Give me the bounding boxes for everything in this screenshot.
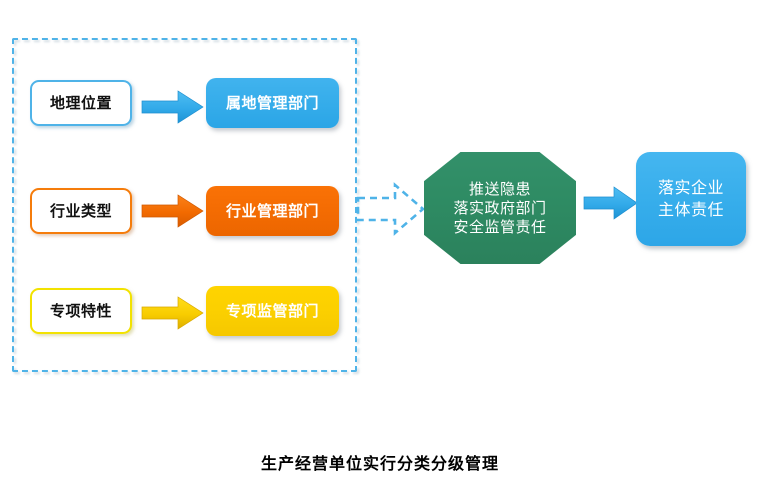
octagon-line-3: 安全监管责任 (453, 218, 547, 237)
criterion-box-industry[interactable]: 行业类型 (30, 188, 132, 234)
diagram-caption: 生产经营单位实行分类分级管理 (260, 454, 499, 473)
department-label: 属地管理部门 (225, 93, 319, 112)
criterion-label: 行业类型 (49, 201, 112, 220)
government-responsibility-octagon[interactable]: 推送隐患 落实政府部门 安全监管责任 (424, 152, 576, 264)
outcome-box-enterprise-responsibility[interactable]: 落实企业 主体责任 (636, 152, 746, 246)
criterion-box-special[interactable]: 专项特性 (30, 288, 132, 334)
octagon-line-2: 落实政府部门 (453, 198, 547, 217)
classification-criteria-group (12, 38, 357, 372)
arrow-special-to-department (141, 296, 204, 330)
arrow-geography-to-department (141, 90, 204, 124)
criterion-label: 专项特性 (49, 301, 112, 320)
department-box-special[interactable]: 专项监管部门 (206, 286, 339, 336)
outcome-line-2: 主体责任 (657, 200, 724, 219)
octagon-line-1: 推送隐患 (468, 179, 531, 198)
department-box-territorial[interactable]: 属地管理部门 (206, 78, 339, 128)
arrow-industry-to-department (141, 194, 204, 228)
octagon-text: 推送隐患 落实政府部门 安全监管责任 (424, 152, 576, 264)
criterion-box-geography[interactable]: 地理位置 (30, 80, 132, 126)
criterion-label: 地理位置 (49, 93, 112, 112)
octagon-shape (424, 152, 576, 264)
octagon-to-outcome-arrow (583, 186, 646, 220)
department-box-industry[interactable]: 行业管理部门 (206, 186, 339, 236)
department-label: 行业管理部门 (225, 201, 319, 220)
dashed-flow-arrow (356, 182, 425, 236)
outcome-line-1: 落实企业 (657, 178, 724, 197)
department-label: 专项监管部门 (225, 301, 319, 320)
